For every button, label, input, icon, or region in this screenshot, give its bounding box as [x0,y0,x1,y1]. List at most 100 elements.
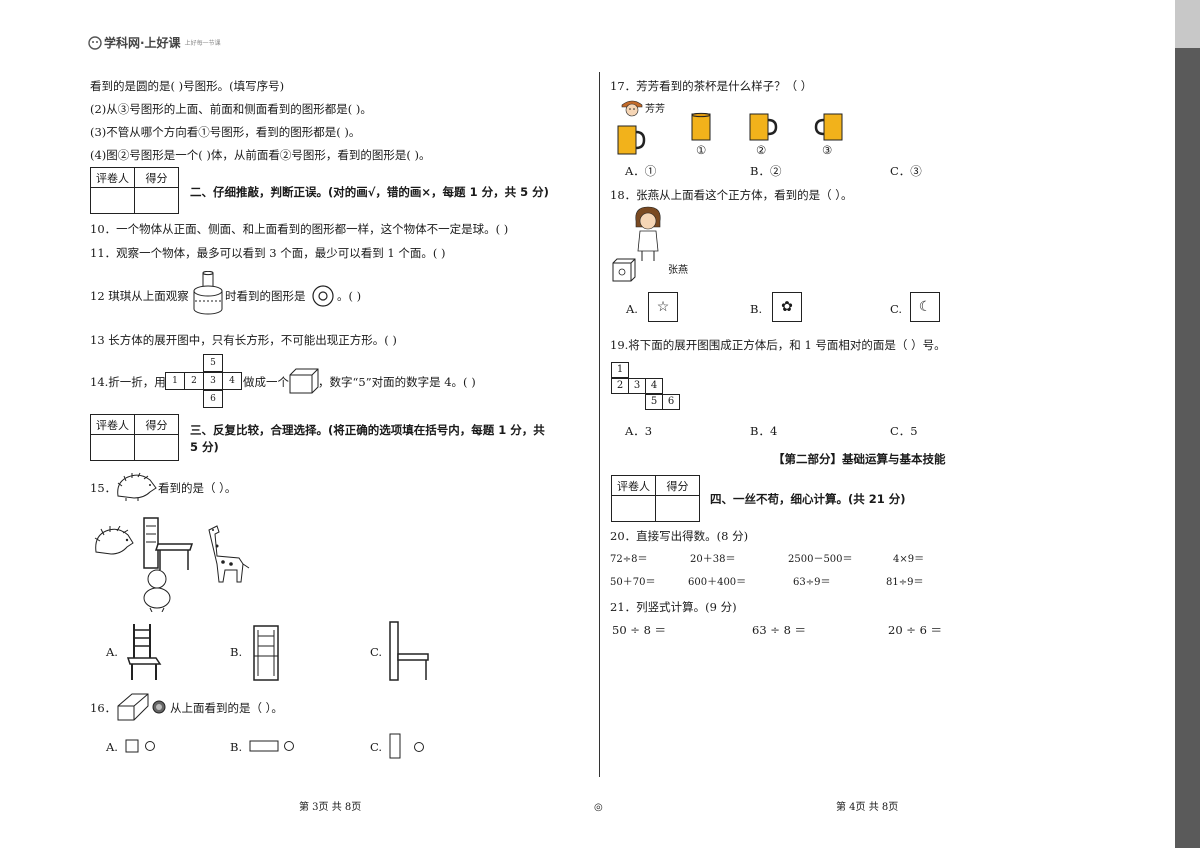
vertical-calc-item: 20 ÷ 6 ＝ [888,623,943,637]
grade-header-reviewer: 评卷人 [90,414,135,435]
q16-option-b-label[interactable]: B. [230,740,243,754]
grade-header-score: 得分 [134,414,179,435]
q18-option-c-label[interactable]: C. [890,302,903,316]
footer-page-right: 第 4页 共 8页 [836,802,899,813]
logo-text: 学科网·上好课 [104,36,181,50]
left-line-4: (4)图②号图形是一个( )体，从前面看②号图形，看到的图形是( )。 [90,148,431,162]
grade-cell[interactable] [655,495,700,522]
q18-option-c-moon-icon[interactable]: ☾ [910,292,940,322]
page-divider [599,72,600,777]
calc-item: 20＋38＝ [690,554,736,565]
grade-header-score: 得分 [655,475,700,496]
grade-cell[interactable] [611,495,656,522]
scroll-sidebar[interactable] [1175,0,1200,848]
scene-hedgehog-icon [94,526,134,555]
footer-center-mark: ◎ [594,802,603,813]
grade-header-reviewer: 评卷人 [90,167,135,188]
q16-option-a-label[interactable]: A. [106,740,118,754]
teacup-option-1-icon [691,112,711,141]
q17-option-c[interactable]: C．③ [890,164,922,178]
q15-option-a-label[interactable]: A. [106,645,118,659]
question-12-middle: 时看到的图形是 [225,289,306,303]
left-line-1: 看到的是圆的是( )号图形。(填写序号) [90,79,285,93]
grade-cell[interactable] [90,434,135,461]
question-16-text: 从上面看到的是（ ）。 [170,701,283,715]
question-15-text: 看到的是（ ）。 [158,481,237,495]
question-14-suffix: ，数字“5”对面的数字是 4。( ) [318,375,476,389]
cylinder-object-icon [193,271,223,315]
net-cell: 6 [203,390,223,408]
net-cell: 3 [203,372,223,390]
grade-cell[interactable] [90,187,135,214]
cup-label-1: ① [696,143,707,157]
cup-label-3: ③ [822,143,833,157]
question-17: 17．芳芳看到的茶杯是什么样子？（ ） [610,79,813,93]
net19-cell: 5 [645,394,663,410]
q18-option-b-flower-icon[interactable]: ✿ [772,292,802,322]
fangfang-girl-icon [621,100,643,117]
question-12-prefix: 12 琪琪从上面观察 [90,289,189,303]
q16-option-c-label[interactable]: C. [370,740,383,754]
question-14-middle: 做成一个 [243,375,289,389]
q19-option-c[interactable]: C．5 [890,424,918,438]
q15-option-c-label[interactable]: C. [370,645,383,659]
vertical-calc-item: 63 ÷ 8 ＝ [752,623,807,637]
question-18: 18．张燕从上面看这个正方体，看到的是（ ）。 [610,188,853,202]
net-cell: 2 [184,372,204,390]
q19-option-b[interactable]: B．4 [750,424,778,438]
cube-icon [289,368,319,394]
zhangyan-label: 张燕 [668,265,688,276]
concentric-circle-icon [312,285,334,307]
question-12-suffix: 。( ) [337,289,362,303]
calc-item: 600＋400＝ [688,577,747,588]
cup-label-2: ② [756,143,767,157]
q15-option-b-label[interactable]: B. [230,645,243,659]
zhangyan-girl-icon [635,206,661,261]
net-cell: 4 [222,372,242,390]
q16-option-a-square-circle-icon[interactable] [125,738,159,754]
q19-option-a[interactable]: A．3 [625,424,653,438]
part-2-title: 【第二部分】基础运算与基本技能 [773,452,946,466]
calc-item: 50＋70＝ [610,577,656,588]
question-15-number: 15． [90,481,117,495]
logo-subtext: 上好每一节课 [184,40,221,47]
question-10: 10．一个物体从正面、侧面、和上面看到的图形都一样，这个物体不一定是球。( ) [90,222,509,236]
question-13: 13 长方体的展开图中，只有长方形，不可能出现正方形。( ) [90,333,397,347]
net19-cell: 2 [611,378,629,394]
q18-option-a-label[interactable]: A. [626,302,638,316]
section-3-title-cont: 5 分) [190,440,219,454]
q17-option-a[interactable]: A．① [625,164,657,178]
scroll-thumb[interactable] [1175,0,1200,48]
fangfang-label: 芳芳 [645,104,665,115]
section-4-title: 四、一丝不苟，细心计算。(共 21 分) [710,492,906,506]
footer-page-left: 第 3页 共 8页 [299,802,362,813]
grade-table-4: 评卷人得分 [611,475,700,522]
question-19: 19.将下面的展开图围成正方体后，和 1 号面相对的面是（ ）号。 [610,338,946,352]
q17-option-b[interactable]: B．② [750,164,782,178]
calc-item: 4×9＝ [893,554,925,565]
section-2-title: 二、仔细推敲，判断正误。(对的画√，错的画×，每题 1 分，共 5 分) [190,185,549,199]
q15-option-a-chair-back-icon[interactable] [126,622,162,682]
net-cell: 1 [165,372,185,390]
question-16-number: 16． [90,701,117,715]
grade-header-score: 得分 [134,167,179,188]
net19-cell: 1 [611,362,629,378]
q18-option-b-label[interactable]: B. [750,302,763,316]
question-11: 11．观察一个物体，最多可以看到 3 个面，最少可以看到 1 个面。( ) [90,246,446,260]
q15-option-b-chair-front-icon[interactable] [250,624,282,682]
q15-option-c-chair-side-icon[interactable] [386,620,430,682]
question-21: 21．列竖式计算。(9 分) [610,600,737,614]
hedgehog-icon [117,472,157,501]
grade-cell[interactable] [134,434,179,461]
left-line-3: (3)不管从哪个方向看①号图形，看到的图形都是( )。 [90,125,361,139]
net19-cell: 3 [628,378,646,394]
teacup-option-2-icon [749,113,778,141]
q16-option-c-tall-rectangle-circle-icon[interactable] [389,733,429,759]
q18-option-a-star-icon[interactable]: ☆ [648,292,678,322]
calc-item: 63÷9＝ [793,577,831,588]
grade-cell[interactable] [134,187,179,214]
net19-cell: 4 [645,378,663,394]
section-3-title: 三、反复比较，合理选择。(将正确的选项填在括号内，每题 1 分，共 [190,423,545,437]
q16-option-b-rectangle-circle-icon[interactable] [249,738,297,754]
ball-icon [152,700,166,714]
